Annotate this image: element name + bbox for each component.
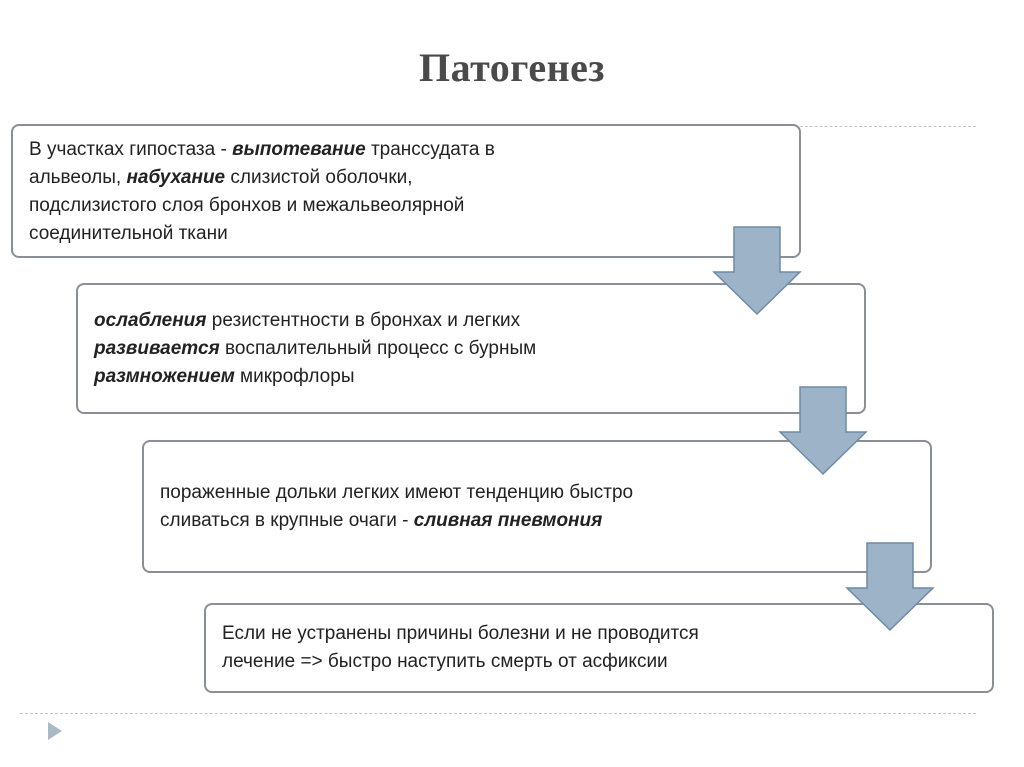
step-text-segment: сливаться в крупные очаги -: [160, 509, 414, 531]
step-text-segment: транссудата в: [365, 139, 495, 160]
emphasized-term: развивается: [94, 337, 220, 359]
step-3-text: пораженные дольки легких имеют тенденцию…: [160, 479, 633, 535]
step-text-segment: альвеолы,: [29, 167, 127, 188]
arrow-down-icon: [712, 226, 802, 316]
emphasized-term: набухание: [126, 167, 226, 188]
emphasized-term: выпотевание: [232, 139, 366, 160]
step-text-segment: пораженные дольки легких имеют тенденцию…: [160, 481, 634, 503]
bottom-divider: [20, 713, 976, 714]
step-text-segment: В участках гипостаза -: [29, 139, 233, 160]
step-text-segment: лечение => быстро наступить смерть от ас…: [222, 651, 668, 672]
emphasized-term: размножением: [94, 365, 235, 387]
step-4-text: Если не устранены причины болезни и не п…: [222, 620, 699, 676]
step-text-segment: Если не устранены причины болезни и не п…: [222, 623, 699, 644]
step-box-2: ослабления резистентности в бронхах и ле…: [76, 283, 866, 414]
arrow-down-icon: [845, 542, 935, 632]
triangle-right-icon[interactable]: [46, 720, 64, 742]
arrow-down-icon: [778, 386, 868, 476]
step-text-segment: микрофлоры: [234, 365, 355, 387]
step-text-segment: резистентности в бронхах и легких: [206, 309, 521, 331]
top-divider: [780, 126, 976, 127]
step-text-segment: подслизистого слоя бронхов и межальвеоля…: [29, 195, 465, 216]
step-1-text: В участках гипостаза - выпотевание транс…: [29, 136, 495, 248]
step-text-segment: воспалительный процесс с бурным: [219, 337, 537, 359]
step-box-3: пораженные дольки легких имеют тенденцию…: [142, 440, 932, 573]
emphasized-term: сливная пневмония: [413, 509, 603, 531]
step-text-segment: соединительной ткани: [29, 223, 228, 244]
step-2-text: ослабления резистентности в бронхах и ле…: [94, 307, 536, 391]
slide-title: Патогенез: [419, 45, 605, 90]
step-box-4: Если не устранены причины болезни и не п…: [204, 603, 994, 693]
step-box-1: В участках гипостаза - выпотевание транс…: [11, 124, 801, 258]
emphasized-term: ослабления: [94, 309, 207, 331]
step-text-segment: слизистой оболочки,: [225, 167, 413, 188]
